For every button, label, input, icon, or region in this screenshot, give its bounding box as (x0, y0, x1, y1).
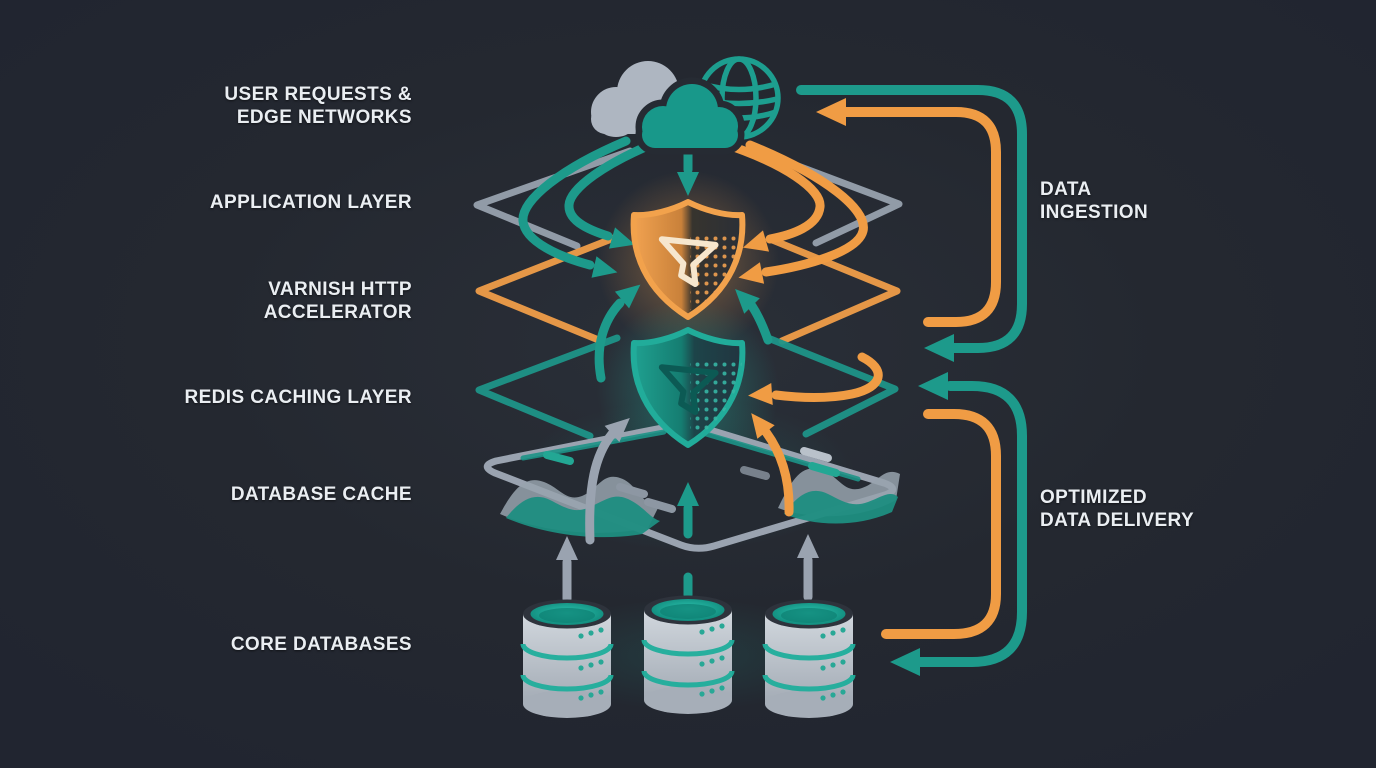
filter-shield-orange-icon (634, 202, 744, 317)
label-database-cache: DATABASE CACHE (230, 484, 412, 505)
label-application-layer: APPLICATION LAYER (209, 192, 412, 213)
label-core-databases: CORE DATABASES (230, 634, 412, 655)
label-redis-caching-layer: REDIS CACHING LAYER (184, 387, 412, 408)
redis-layer-outline (475, 334, 899, 440)
database-up-arrows (556, 482, 819, 604)
optimized-delivery-flow (881, 372, 1027, 676)
label-user-requests-edge-networks: USER REQUESTS &EDGE NETWORKS (224, 84, 412, 128)
cloud-front-icon (635, 77, 745, 155)
ingress-arrows (518, 136, 868, 289)
database-cylinder-icon (523, 600, 611, 719)
data-ingestion-flow (796, 85, 1027, 362)
database-cylinder-icon (765, 600, 853, 719)
database-cylinder-icon (644, 596, 732, 715)
interlayer-arrows (585, 276, 883, 545)
core-databases-icons (523, 596, 853, 719)
